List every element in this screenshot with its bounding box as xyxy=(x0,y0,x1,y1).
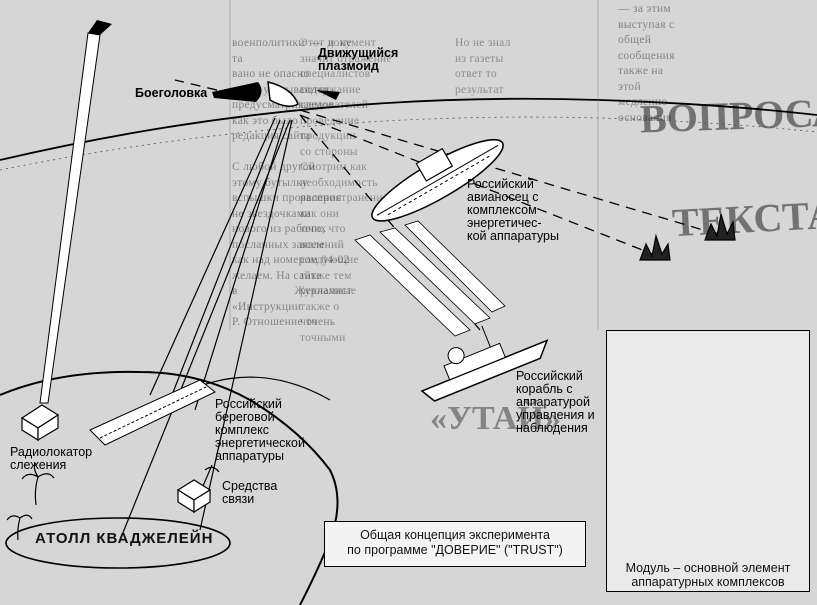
atoll-shape xyxy=(5,517,231,569)
column-rules xyxy=(229,0,599,330)
radar-beam-tip xyxy=(88,20,112,35)
module-frame xyxy=(606,330,810,592)
control-ship xyxy=(420,325,549,402)
plasmoid-wake xyxy=(316,90,340,100)
comms-building xyxy=(176,464,220,514)
label-carrier: Российский авианосец с комплексом энерге… xyxy=(467,177,559,243)
caption-line-1: Общая концепция эксперимента xyxy=(360,528,550,542)
horizon-line xyxy=(0,97,817,161)
caption-line-2: по программе "ДОВЕРИЕ" ("TRUST") xyxy=(347,543,563,557)
background-headline-bottom: «УТАЙ» xyxy=(430,400,561,437)
label-warhead: Боеголовка xyxy=(135,86,208,100)
radar-building xyxy=(20,404,60,442)
dashed-lines xyxy=(174,79,721,331)
caption-box: Общая концепция эксперимента по программ… xyxy=(324,521,586,567)
palm-trees xyxy=(6,462,55,541)
background-column-middle: Этот документ значит отражение специалис… xyxy=(300,37,392,344)
label-control-ship: Российский корабль с аппаратурой управле… xyxy=(516,369,595,435)
splashes xyxy=(639,213,736,261)
label-radar: Радиолокатор слежения xyxy=(10,445,93,472)
label-plasmoid: Движущийся плазмоид xyxy=(318,46,399,73)
coastal-array xyxy=(89,379,216,446)
signal-bands xyxy=(354,220,506,337)
label-comms: Средства связи xyxy=(222,479,278,506)
label-coastal-complex: Российский береговой комплекс энергетиче… xyxy=(215,397,305,463)
sea-shading xyxy=(0,116,817,171)
plasmoid xyxy=(267,81,299,107)
label-atoll: АТОЛЛ КВАДЖЕЛЕЙН xyxy=(35,530,214,547)
label-module: Модуль – основной элемент аппаратурных к… xyxy=(625,561,791,589)
carrier-ship xyxy=(371,138,504,222)
background-column-right: Но не знал из газеты ответ то результат xyxy=(455,37,511,96)
warhead xyxy=(212,82,262,102)
coastal-beams xyxy=(119,117,293,541)
radar-beam xyxy=(39,32,101,404)
shore-hill xyxy=(189,376,331,401)
